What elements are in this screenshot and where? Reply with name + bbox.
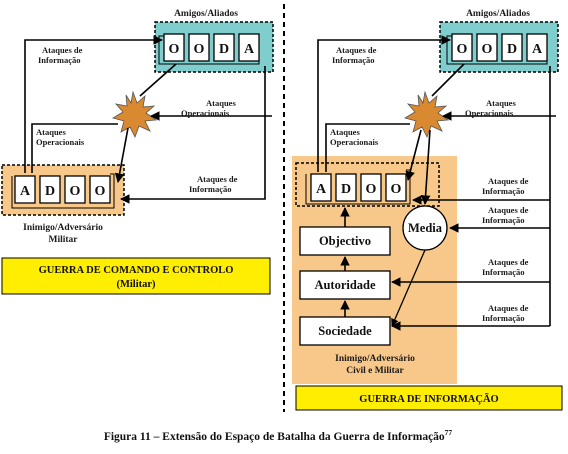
right-enemy-label: Civil e Militar xyxy=(346,366,404,376)
left-info-attack-bottom-label: Ataques de xyxy=(197,174,238,184)
left-op-attack-left-arrow xyxy=(31,123,118,173)
left-info-attack-bottom-arrow xyxy=(120,66,266,204)
ooda-cell xyxy=(238,33,260,62)
left-info-attack-top-label: Informação xyxy=(38,55,81,65)
right-info-attack-2-label: Informação xyxy=(482,215,525,225)
ooda-letter: A xyxy=(244,42,255,57)
adoo-cell xyxy=(39,175,61,204)
ooda-cell xyxy=(163,33,185,62)
right-op-attack-right-label: Ataques xyxy=(486,98,516,108)
right-ooda-loop: O O D A xyxy=(446,33,548,65)
ooda-cell xyxy=(476,33,498,62)
right-op-attack-left-label: Operacionais xyxy=(330,137,379,147)
autoridade-label: Autoridade xyxy=(314,278,376,292)
left-info-attack-bottom-label: Informação xyxy=(189,184,232,194)
right-enemy-label: Inimigo/Adversário xyxy=(335,354,415,364)
right-panel: Amigos/Aliados O O D A A D O O xyxy=(292,9,563,411)
ooda-letter: D xyxy=(219,42,229,57)
right-info-attack-1-label: Informação xyxy=(482,186,525,196)
ooda-letter: O xyxy=(457,42,468,57)
ooda-cell xyxy=(451,33,473,62)
right-info-attack-2-label: Ataques de xyxy=(488,205,529,215)
right-info-attack-4-label: Ataques de xyxy=(488,303,529,313)
left-enemy-label: Inimigo/Adversário xyxy=(23,223,103,233)
adoo-cell xyxy=(360,173,382,202)
right-info-attack-1-label: Ataques de xyxy=(488,176,529,186)
adoo-letter: O xyxy=(366,182,377,197)
right-info-attack-3-label: Ataques de xyxy=(488,257,529,267)
adoo-cell xyxy=(385,173,407,202)
left-attack-burst-icon xyxy=(111,90,158,139)
left-banner-subtitle: (Militar) xyxy=(116,279,156,290)
adoo-letter: O xyxy=(391,182,402,197)
right-burst-to-media-arrow xyxy=(420,129,431,205)
right-info-attack-4-label: Informação xyxy=(482,313,525,323)
media-to-sociedade-arrow xyxy=(391,249,426,327)
right-info-attack-top-arrow xyxy=(317,35,451,172)
ooda-letter: A xyxy=(532,42,543,57)
ooda-letter: O xyxy=(482,42,493,57)
figure-caption: Figura 11 – Extensão do Espaço de Batalh… xyxy=(104,428,453,443)
right-enemy-adoo-box xyxy=(295,162,440,207)
left-ooda-loop: O O D A xyxy=(158,33,260,65)
left-banner xyxy=(1,257,271,295)
right-op-attack-left-label: Ataques xyxy=(330,127,360,137)
left-op-attack-left-label: Ataques xyxy=(36,127,66,137)
adoo-loop-arrows xyxy=(305,169,411,205)
ooda-letter: O xyxy=(169,42,180,57)
adoo-cell xyxy=(335,173,357,202)
ooda-cell xyxy=(188,33,210,62)
adoo-cell xyxy=(310,173,332,202)
right-burst-to-adoo-arrow xyxy=(405,129,422,181)
left-enemy-label: Militar xyxy=(48,235,78,245)
right-banner-title: GUERRA DE INFORMAÇÃO xyxy=(359,393,498,405)
media-label: Media xyxy=(408,221,443,235)
adoo-loop-arrows xyxy=(11,173,115,209)
adoo-cell xyxy=(64,175,86,204)
adoo-letter: O xyxy=(70,184,81,199)
adoo-letter: A xyxy=(20,184,31,199)
right-info-attack-3-label: Informação xyxy=(482,267,525,277)
left-op-attack-right-label: Ataques xyxy=(206,98,236,108)
ooda-letter: O xyxy=(194,42,205,57)
left-allies-label: Amigos/Aliados xyxy=(174,9,238,19)
left-burst-to-enemy-arrow xyxy=(114,127,129,183)
ooda-cell xyxy=(526,33,548,62)
right-op-attack-left-arrow xyxy=(325,123,410,172)
left-op-attack-left-label: Operacionais xyxy=(36,137,85,147)
left-banner-title: GUERRA DE COMANDO E CONTROLO xyxy=(39,265,234,276)
adoo-letter: D xyxy=(45,184,55,199)
left-adoo-loop: A D O O xyxy=(11,173,115,209)
right-attack-burst-icon xyxy=(403,90,450,139)
ooda-cell xyxy=(501,33,523,62)
adoo-cell xyxy=(89,175,111,204)
ooda-cell xyxy=(213,33,235,62)
adoo-letter: O xyxy=(95,184,106,199)
adoo-letter: A xyxy=(316,182,327,197)
right-allies-label: Amigos/Aliados xyxy=(466,9,530,19)
ooda-letter: D xyxy=(507,42,517,57)
adoo-letter: D xyxy=(341,182,351,197)
sociedade-box xyxy=(299,316,391,346)
objectivo-label: Objectivo xyxy=(319,234,371,248)
left-info-attack-top-label: Ataques de xyxy=(42,45,83,55)
sociedade-label: Sociedade xyxy=(318,324,372,338)
right-allies-to-burst-arrow xyxy=(431,63,465,97)
right-info-attack-top-label: Ataques de xyxy=(336,45,377,55)
left-op-attack-right-label: Operacionais xyxy=(181,108,230,118)
right-banner xyxy=(295,385,563,411)
autoridade-box xyxy=(299,270,391,300)
right-info-attack-top-label: Informação xyxy=(332,55,375,65)
left-panel: Amigos/Aliados O O D A A D O O xyxy=(1,9,274,295)
adoo-cell xyxy=(14,175,36,204)
left-info-attack-top-arrow xyxy=(24,35,163,173)
left-allies-to-burst-arrow xyxy=(139,63,177,97)
right-op-attack-right-label: Operacionais xyxy=(465,108,514,118)
right-adoo-loop: A D O O xyxy=(305,169,411,205)
